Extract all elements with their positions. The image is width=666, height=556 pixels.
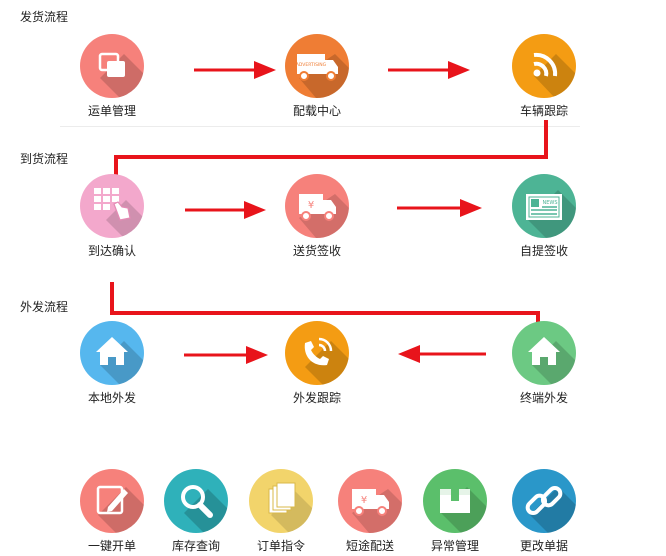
rss-icon xyxy=(533,52,576,98)
node-waybill-management[interactable]: 运单管理 xyxy=(62,34,162,119)
node-label: 本地外发 xyxy=(87,391,136,405)
node-local-outbound[interactable]: 本地外发 xyxy=(62,321,162,406)
node-label: 外发跟踪 xyxy=(292,391,341,405)
keypad-hand-icon xyxy=(94,188,144,238)
truck-badge: ¥ xyxy=(308,200,314,211)
toolbar-change-document[interactable]: 更改单据 xyxy=(494,469,594,554)
truck-badge: ADVERTISING xyxy=(296,62,327,68)
home-icon xyxy=(96,337,144,385)
toolbar-label: 更改单据 xyxy=(519,539,568,553)
truck-icon: ¥ xyxy=(299,194,349,238)
section-title-outbound: 外发流程 xyxy=(20,300,69,314)
section-title-arrival: 到货流程 xyxy=(20,152,69,166)
connector-shipping-to-arrival xyxy=(114,120,548,178)
node-label: 运单管理 xyxy=(87,104,136,118)
node-label: 车辆跟踪 xyxy=(519,104,568,118)
box-icon xyxy=(440,487,487,533)
divider xyxy=(60,126,580,127)
toolbar-label: 异常管理 xyxy=(430,539,479,553)
node-label: 配载中心 xyxy=(292,104,341,118)
connector-arrival-to-outbound xyxy=(110,282,540,324)
phone-icon xyxy=(304,337,349,385)
newspaper-icon: NEWS xyxy=(526,190,576,238)
truck-icon: ¥ xyxy=(352,489,402,533)
copy-icon xyxy=(98,52,144,98)
truck-icon: ADVERTISING xyxy=(296,54,349,98)
toolbar-inventory-query[interactable]: 库存查询 xyxy=(146,469,246,554)
node-outbound-tracking[interactable]: 外发跟踪 xyxy=(267,321,367,406)
toolbar-label: 库存查询 xyxy=(171,539,220,553)
pencil-icon xyxy=(96,485,144,533)
home-icon xyxy=(528,337,576,385)
toolbar-exception-management[interactable]: 异常管理 xyxy=(405,469,505,554)
magnifier-icon xyxy=(181,485,228,533)
toolbar-label: 一键开单 xyxy=(87,539,136,553)
toolbar-label: 订单指令 xyxy=(256,539,305,553)
node-label: 送货签收 xyxy=(292,244,341,258)
circle xyxy=(80,34,144,98)
toolbar-order-command[interactable]: 订单指令 xyxy=(231,469,331,554)
node-terminal-outbound[interactable]: 终端外发 xyxy=(494,321,594,406)
node-delivery-signoff[interactable]: ¥ 送货签收 xyxy=(267,174,367,259)
node-label: 终端外发 xyxy=(519,391,568,405)
toolbar-quick-order[interactable]: 一键开单 xyxy=(62,469,162,554)
section-title-shipping: 发货流程 xyxy=(20,10,69,24)
node-label: 到达确认 xyxy=(87,244,136,258)
truck-badge: ¥ xyxy=(361,495,367,506)
node-loading-center[interactable]: ADVERTISING 配载中心 xyxy=(267,34,367,119)
node-label: 自提签收 xyxy=(519,244,568,258)
documents-icon xyxy=(268,482,313,533)
node-arrival-confirm[interactable]: 到达确认 xyxy=(62,174,162,259)
newspaper-badge: NEWS xyxy=(542,200,557,206)
toolbar-label: 短途配送 xyxy=(345,539,394,553)
node-self-pickup-signoff[interactable]: NEWS 自提签收 xyxy=(494,174,594,259)
toolbar-short-delivery[interactable]: ¥ 短途配送 xyxy=(320,469,420,554)
link-icon xyxy=(525,485,576,533)
node-vehicle-tracking[interactable]: 车辆跟踪 xyxy=(494,34,594,119)
